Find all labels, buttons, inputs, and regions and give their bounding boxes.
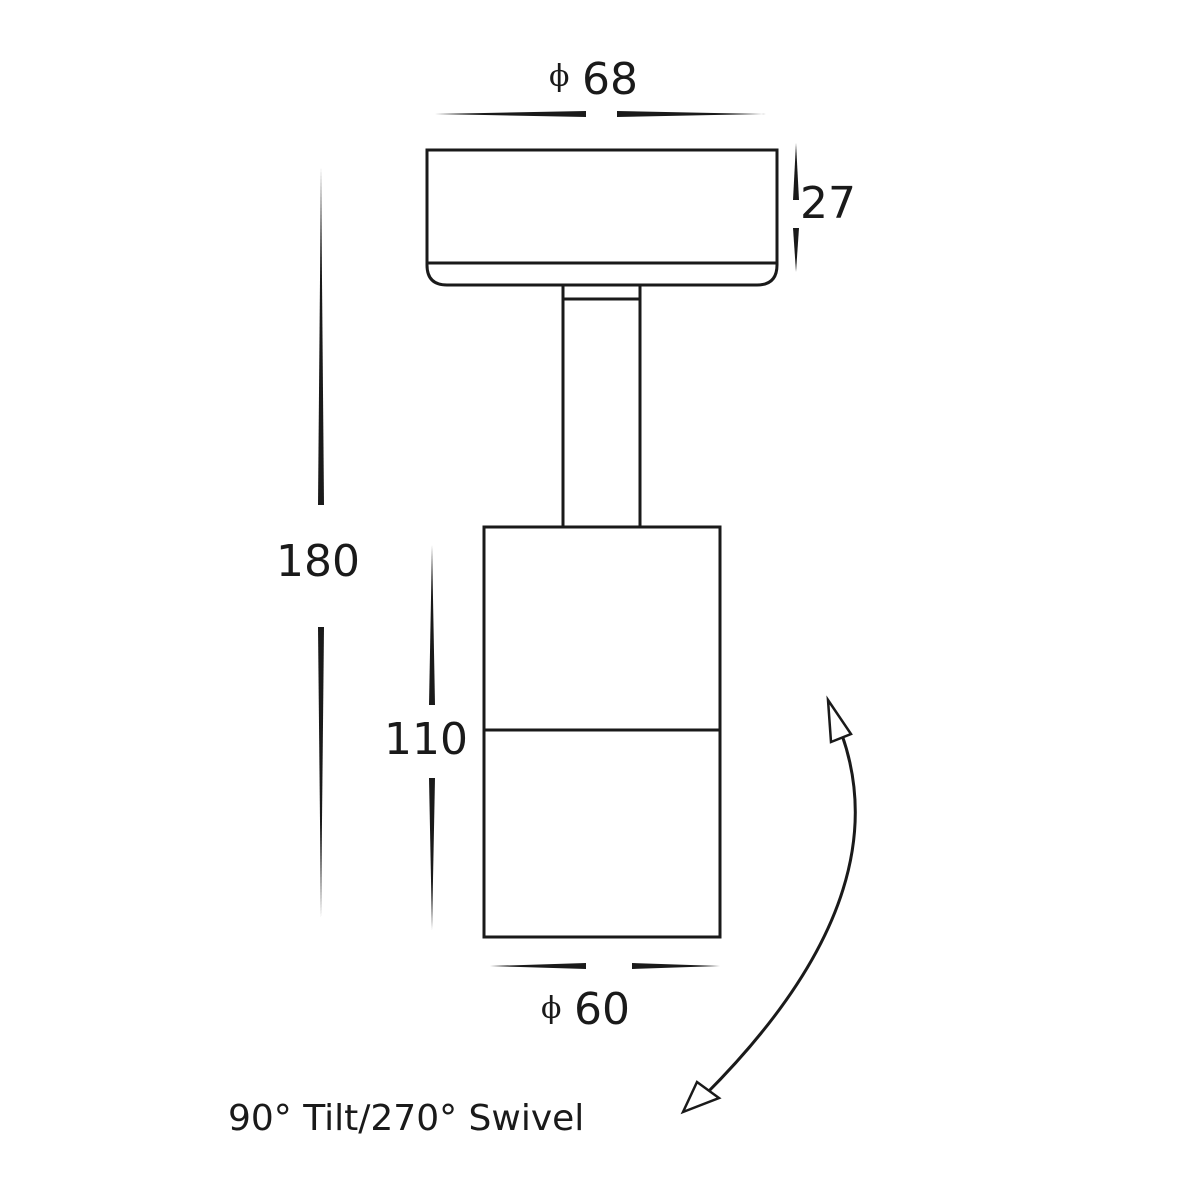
- dim-line-right: [632, 963, 720, 969]
- tilt-arc: [703, 734, 857, 1097]
- head-height-dimension: 110: [384, 545, 468, 930]
- canopy-height-label: 27: [800, 178, 856, 229]
- top-diameter-symbol: ϕ: [549, 59, 569, 94]
- top-diameter-dimension: ϕ 68: [435, 54, 766, 117]
- dim-line-upper: [793, 143, 799, 200]
- head-diameter-value: 60: [574, 984, 630, 1035]
- tilt-swivel-arc: [680, 695, 857, 1115]
- overall-height-dimension: 180: [276, 167, 360, 918]
- dim-line-lower: [429, 778, 435, 930]
- arc-arrowhead-bottom: [680, 1080, 722, 1115]
- dim-line-right: [617, 111, 766, 117]
- canopy-body: [425, 148, 779, 287]
- overall-height-label: 180: [276, 536, 360, 587]
- canopy-height-dimension: 27: [793, 143, 856, 272]
- head-diameter-symbol: ϕ: [541, 991, 561, 1026]
- top-diameter-value: 68: [582, 54, 638, 105]
- dim-line-lower: [793, 228, 799, 272]
- head-height-label: 110: [384, 714, 468, 765]
- tilt-swivel-caption: 90° Tilt/270° Swivel: [228, 1098, 584, 1139]
- lamp-head: [482, 525, 722, 939]
- dim-line-lower: [318, 627, 324, 918]
- dim-line-left: [435, 111, 586, 117]
- arc-arrowhead-top: [826, 695, 853, 744]
- stem-collar: [561, 283, 642, 301]
- product-outline: [425, 148, 779, 939]
- stem: [561, 297, 642, 529]
- head-diameter-dimension: ϕ 60: [490, 963, 720, 1035]
- dim-line-upper: [429, 545, 435, 705]
- dim-line-left: [490, 963, 586, 969]
- dim-line-upper: [318, 167, 324, 505]
